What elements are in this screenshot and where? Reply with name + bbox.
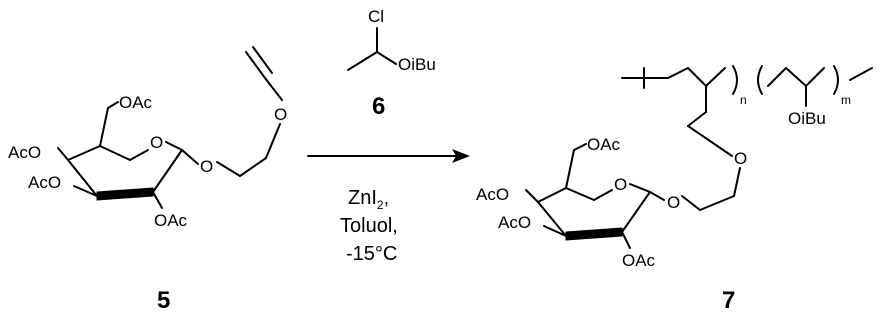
compound-number-7: 7 — [722, 287, 735, 314]
vinyl-double-bond — [252, 46, 273, 74]
chain-bond — [681, 195, 701, 211]
reactant-5: OAc AcO AcO OAc O O O 5 — [8, 46, 287, 314]
chain-bond — [687, 111, 707, 127]
aco-bond — [73, 185, 98, 197]
compound-number-5: 5 — [157, 287, 170, 314]
reagent-6: Cl OiBu 6 — [347, 7, 436, 120]
chain-bond — [699, 195, 735, 211]
repeat-index-n: n — [740, 93, 747, 107]
condition-line-2: Toluol, — [340, 215, 398, 237]
condition-line-3: -15°C — [346, 243, 397, 265]
ring-bond — [649, 191, 665, 201]
oac-bond — [621, 231, 631, 249]
ring-front-wedge — [96, 187, 154, 201]
ring-bond — [152, 149, 183, 193]
zni-comma: , — [384, 187, 390, 209]
ring-bond — [67, 159, 98, 197]
ring-bond — [565, 187, 595, 201]
chain-o-label: O — [734, 149, 747, 168]
linker-bond — [216, 161, 241, 177]
ring-bond — [99, 145, 131, 161]
product-glycosidic-o-label: O — [667, 193, 680, 212]
ring-o-label: O — [150, 133, 163, 152]
ring-bond — [67, 145, 101, 161]
ch2-bond — [573, 143, 587, 151]
oibu-label: OiBu — [398, 55, 436, 74]
linker-bond — [239, 157, 267, 177]
paren-m-open — [757, 65, 763, 95]
ring-bond — [621, 191, 651, 233]
ch2-bond — [99, 107, 109, 147]
product-oac-top-label: OAc — [587, 135, 621, 154]
backbone-bond — [767, 67, 787, 87]
c-o-bond — [376, 51, 397, 65]
aco-bond — [543, 225, 567, 237]
product-7: n m OiBu O O O OAc AcO — [476, 65, 873, 314]
linker-bond — [265, 123, 281, 159]
product-ring-o-label: O — [614, 175, 627, 194]
backbone-bond — [805, 67, 825, 87]
zni-subscript: 2 — [377, 198, 384, 212]
repeat-index-m: m — [841, 93, 851, 107]
vinyl-ether-o-label: O — [274, 105, 287, 124]
ring-bond — [165, 141, 183, 151]
ring-bond — [593, 189, 613, 201]
vinyl-bond — [264, 77, 283, 101]
aco-left-label: AcO — [8, 143, 41, 162]
aco-bond — [57, 147, 69, 161]
zni-text: ZnI — [348, 187, 377, 209]
oac-bottom-label: OAc — [154, 211, 188, 230]
product-oac-bottom-label: OAc — [622, 251, 656, 270]
glycosidic-o-label: O — [200, 157, 213, 176]
aco-bond — [525, 189, 539, 203]
ch2-bond — [107, 101, 119, 109]
backbone-bond — [667, 67, 689, 79]
ring-bond — [537, 201, 567, 237]
oac-bond — [152, 191, 163, 209]
backbone-bond — [687, 67, 707, 87]
vinyl-double-bond — [245, 51, 266, 79]
chain-bond — [733, 167, 741, 197]
aco-lower-label: AcO — [28, 173, 61, 192]
reaction-conditions: ZnI2, Toluol, -15°C — [340, 187, 398, 265]
backbone-bond — [705, 67, 726, 87]
chain-bond — [687, 125, 733, 157]
ring-bond — [629, 183, 651, 193]
product-aco-left-label: AcO — [476, 185, 509, 204]
backbone-bond — [785, 67, 807, 87]
ring-front-wedge — [565, 227, 623, 241]
arrow-head — [452, 149, 470, 163]
paren-m-close — [833, 65, 839, 95]
backbone-end — [849, 67, 873, 81]
ch2-bond — [565, 149, 575, 189]
paren-n-close — [732, 65, 738, 95]
ring-bond — [129, 149, 149, 161]
reaction-arrow — [307, 149, 470, 163]
glycosidic-bond — [181, 149, 199, 165]
product-oibu-label: OiBu — [788, 109, 826, 128]
compound-number-6: 6 — [372, 93, 385, 120]
product-aco-lower-label: AcO — [498, 213, 531, 232]
condition-line-1: ZnI2, — [348, 187, 389, 212]
chloro-label: Cl — [368, 7, 384, 26]
ring-bond — [537, 187, 567, 203]
oac-top-label: OAc — [119, 93, 153, 112]
c-me-bond — [347, 51, 378, 71]
